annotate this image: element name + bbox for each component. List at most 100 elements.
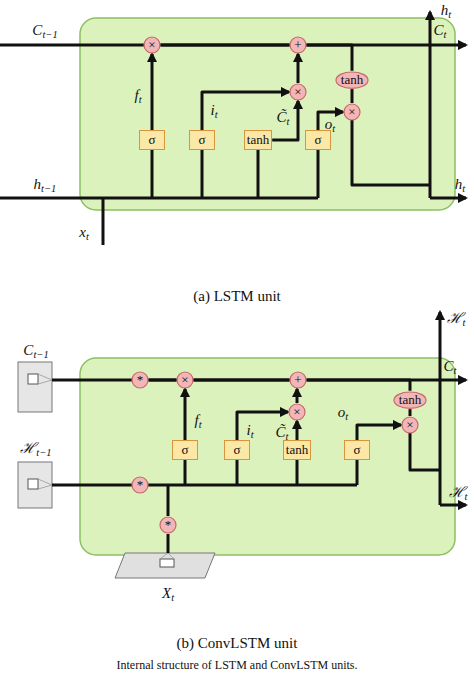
wire bbox=[429, 12, 432, 198]
connector bbox=[297, 54, 300, 83]
symbol: x bbox=[79, 224, 86, 240]
signal-name: ft bbox=[194, 412, 201, 429]
subscript: t bbox=[86, 231, 89, 242]
operation-circle-outline bbox=[132, 372, 148, 388]
feature-map bbox=[28, 479, 38, 489]
subscript: t−1 bbox=[41, 183, 56, 194]
connector bbox=[202, 92, 289, 130]
connector bbox=[161, 44, 289, 47]
operation-circle: + bbox=[289, 36, 307, 54]
feature-map bbox=[38, 479, 52, 489]
operator-text: × bbox=[181, 373, 188, 387]
subscript: t bbox=[345, 411, 348, 422]
symbol: f bbox=[134, 87, 138, 103]
wire bbox=[167, 485, 170, 516]
operator-text: σ bbox=[314, 133, 321, 147]
operator-text: tanh bbox=[399, 393, 421, 407]
subscript: t bbox=[215, 109, 218, 120]
connector bbox=[295, 421, 298, 440]
operation-circle: + bbox=[289, 371, 307, 389]
signal-name: Xt bbox=[162, 585, 174, 602]
operation-circle: * bbox=[159, 516, 177, 534]
symbol: C bbox=[434, 22, 444, 38]
operation-circle: × bbox=[289, 83, 307, 101]
feature-map bbox=[160, 559, 174, 567]
wire bbox=[185, 460, 357, 485]
subscript: t bbox=[332, 123, 335, 134]
operation-circle: × bbox=[176, 371, 194, 389]
signal-name: Ct−1 bbox=[23, 342, 48, 359]
signal-name: C̃t bbox=[276, 424, 289, 441]
signal-name: ht bbox=[441, 2, 451, 19]
connector bbox=[184, 389, 187, 440]
feature-map bbox=[38, 374, 52, 384]
subscript: t bbox=[199, 419, 202, 430]
wire bbox=[0, 44, 466, 47]
subscript: t bbox=[448, 9, 451, 20]
feature-map bbox=[28, 374, 38, 384]
connector bbox=[272, 101, 298, 140]
operation-circle: * bbox=[131, 371, 149, 389]
wire bbox=[439, 312, 442, 505]
operator-text: tanh bbox=[286, 443, 308, 457]
operator-text: × bbox=[294, 85, 301, 99]
feature-map bbox=[18, 462, 52, 508]
wire bbox=[0, 197, 318, 200]
feature-map bbox=[115, 553, 215, 578]
subscript: t−1 bbox=[42, 29, 57, 40]
subscript: t bbox=[462, 183, 465, 194]
unit-panel bbox=[80, 18, 455, 555]
operation-circle-outline bbox=[290, 372, 306, 388]
wire bbox=[0, 12, 466, 553]
operator-text: × bbox=[348, 105, 355, 119]
subscript: t bbox=[465, 491, 468, 502]
symbol: i bbox=[210, 102, 214, 118]
symbol: h bbox=[441, 2, 449, 18]
operator-text: σ bbox=[353, 443, 360, 457]
symbol: C̃ bbox=[277, 109, 287, 125]
wire bbox=[167, 534, 170, 553]
operation-circle-outline bbox=[290, 84, 306, 100]
subscript: t bbox=[139, 94, 142, 105]
wire bbox=[52, 484, 357, 487]
gate-box: tanh bbox=[244, 130, 272, 150]
connector bbox=[409, 409, 412, 416]
wire bbox=[352, 120, 430, 185]
gate-box: σ bbox=[172, 440, 198, 460]
activation-ellipse: tanh bbox=[335, 71, 369, 89]
connector bbox=[151, 54, 154, 130]
signal-name: ht−1 bbox=[34, 176, 57, 193]
operator-text: + bbox=[294, 38, 301, 52]
gate-box: σ bbox=[305, 130, 331, 150]
symbol: X bbox=[162, 585, 171, 601]
unit-panel bbox=[80, 358, 455, 555]
signal-name: ℋt bbox=[447, 310, 466, 327]
symbol: ℋ bbox=[20, 440, 36, 456]
symbol: ℋ bbox=[449, 484, 465, 500]
operator-text: + bbox=[294, 373, 301, 387]
gate-box: σ bbox=[189, 130, 215, 150]
gate-box: σ bbox=[224, 440, 250, 460]
signal-name: ft bbox=[134, 87, 141, 104]
operation-circle-outline bbox=[289, 404, 305, 420]
subfigure-caption: (a) LSTM unit bbox=[193, 288, 281, 305]
subfigure-caption: (b) ConvLSTM unit bbox=[177, 635, 298, 652]
operator-text: × bbox=[148, 38, 155, 52]
operation-circle-outline bbox=[160, 517, 176, 533]
signal-name: it bbox=[210, 102, 217, 119]
operation-circle: × bbox=[401, 416, 419, 434]
wire bbox=[430, 197, 466, 200]
signal-name: it bbox=[246, 422, 253, 439]
subscript: t bbox=[444, 29, 447, 40]
operator-text: tanh bbox=[247, 133, 269, 147]
unit-panel bbox=[80, 18, 455, 210]
operator-text: * bbox=[165, 518, 172, 532]
symbol: o bbox=[325, 116, 333, 132]
signal-name: Ct bbox=[434, 22, 447, 39]
signal-name: Ct−1 bbox=[32, 22, 57, 39]
symbol: C̃ bbox=[276, 424, 286, 440]
wire bbox=[102, 198, 105, 245]
operation-circle-outline bbox=[290, 37, 306, 53]
